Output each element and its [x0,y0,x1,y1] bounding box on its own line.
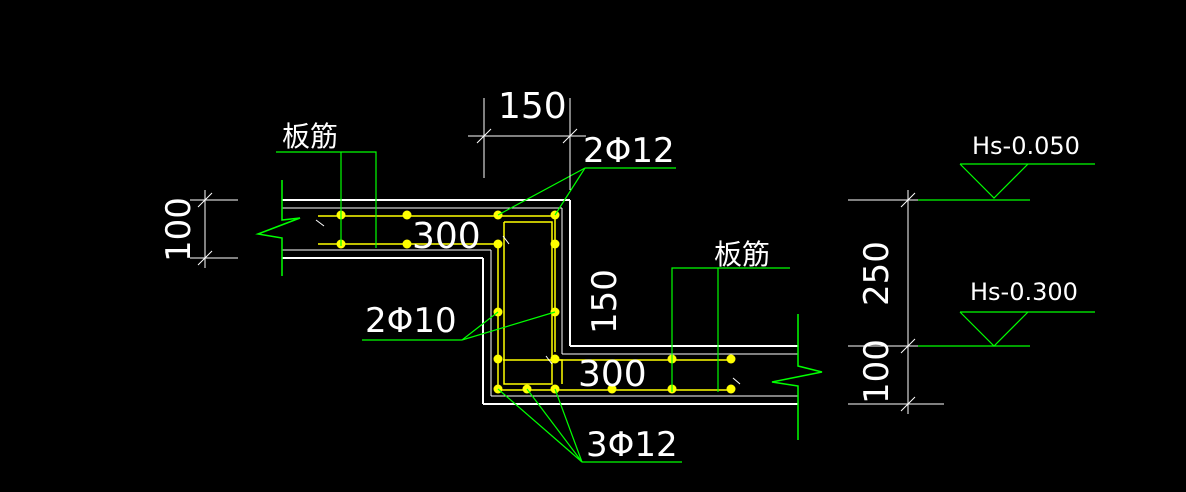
label-dim-left-slab: 100 [159,197,199,262]
rebar-dot [550,354,560,364]
elevation-high-triangle [959,163,1029,199]
right-break-line [771,314,823,440]
label-width-top: 300 [412,216,481,257]
label-width-bottom: 300 [578,354,647,395]
leader-3phi12-b [526,388,583,463]
dimension-lines [190,98,944,414]
leader-slab-right [671,267,790,392]
dim-right-tick-3 [900,396,916,412]
stirrup-inner [503,221,553,385]
dim-left-tick-top [197,192,213,208]
dim-right-tick-2 [900,338,916,354]
leader-3phi12-a [497,388,583,463]
corner-marks [315,219,741,385]
leader-lines [276,151,1095,463]
label-step-height: 150 [585,269,625,334]
label-dim-right-slab: 100 [857,339,897,404]
label-dim-elev-diff: 250 [857,241,897,306]
stirrup-hook-a [503,359,563,384]
label-elevation-low: Hs-0.300 [970,278,1078,306]
leader-slab-left [276,151,377,248]
leader-2phi10-b [461,311,556,341]
rebar-dot [493,354,503,364]
rebar-dot [726,384,736,394]
corner-mark [732,377,741,385]
label-dim-top: 150 [498,86,567,127]
rebar-dot [607,384,617,394]
dim-left-tick-bottom [197,250,213,266]
label-rebar-top: 2Φ12 [583,131,675,171]
leader-2phi12-b [554,167,586,216]
rebar-dot [493,239,503,249]
label-rebar-middle: 2Φ10 [365,301,457,341]
elevation-low-triangle [959,311,1029,347]
corner-mark [315,219,325,227]
rebar-dot [402,210,412,220]
left-break-line [255,180,301,276]
label-slab-rebar-right: 板筋 [714,238,770,271]
rebar-dot [402,239,412,249]
break-lines [255,180,823,440]
text-labels: 板筋 板筋 2Φ12 2Φ10 3Φ12 300 300 150 Hs-0.05… [159,86,1080,465]
leader-2phi10-a [461,311,499,341]
dim-right-tick-1 [900,192,916,208]
rebar-dot [550,239,560,249]
elevation-markers [959,163,1029,347]
label-elevation-high: Hs-0.050 [972,132,1080,160]
corner-mark [545,355,553,365]
rebar-dot [726,354,736,364]
label-rebar-bottom: 3Φ12 [586,425,678,465]
leader-3phi12-c [554,388,583,463]
concrete-outline [282,199,798,405]
dim-top-tick-right [562,128,578,144]
dim-top-tick-left [476,128,492,144]
label-slab-rebar-left: 板筋 [282,120,338,153]
corner-mark [502,235,510,245]
